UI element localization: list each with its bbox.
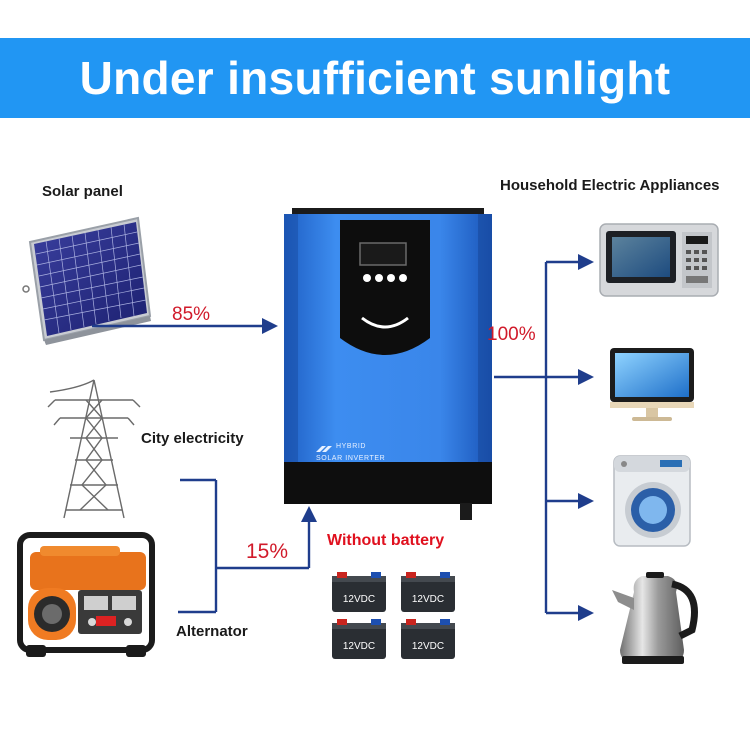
alternator-label: Alternator [176,623,248,640]
power-tower-icon [47,379,141,519]
grid-percentage: 15% [246,540,289,563]
generator-icon [17,532,155,657]
output-percentage: 100% [487,324,536,345]
washing-machine-icon [613,455,691,547]
microwave-icon [599,223,719,297]
page-title: Under insufficient sunlight [79,52,671,104]
city-electricity-label: City electricity [141,430,244,447]
flow-arrowheads [262,254,594,621]
battery-icon [401,572,455,612]
battery-label: 12VDC [343,641,375,652]
inverter-brand-line2: SOLAR INVERTER [316,455,385,462]
monitor-icon [610,348,694,421]
battery-icon [401,619,455,659]
flow-lines [92,260,580,615]
battery-label: 12VDC [412,594,444,605]
battery-icon [332,572,386,612]
battery-label: 12VDC [412,641,444,652]
solar-percentage: 85% [172,304,211,325]
solar-panel-label: Solar panel [42,183,123,200]
solar-panel-icon [22,216,152,345]
without-battery-label: Without battery [327,532,445,549]
hybrid-inverter [284,208,492,520]
battery-label: 12VDC [343,594,375,605]
battery-icon [332,619,386,659]
appliances-label: Household Electric Appliances [500,177,720,194]
kettle-icon [612,572,698,664]
header-banner: Under insufficient sunlight [0,38,750,118]
inverter-brand-line1: HYBRID [336,443,366,450]
